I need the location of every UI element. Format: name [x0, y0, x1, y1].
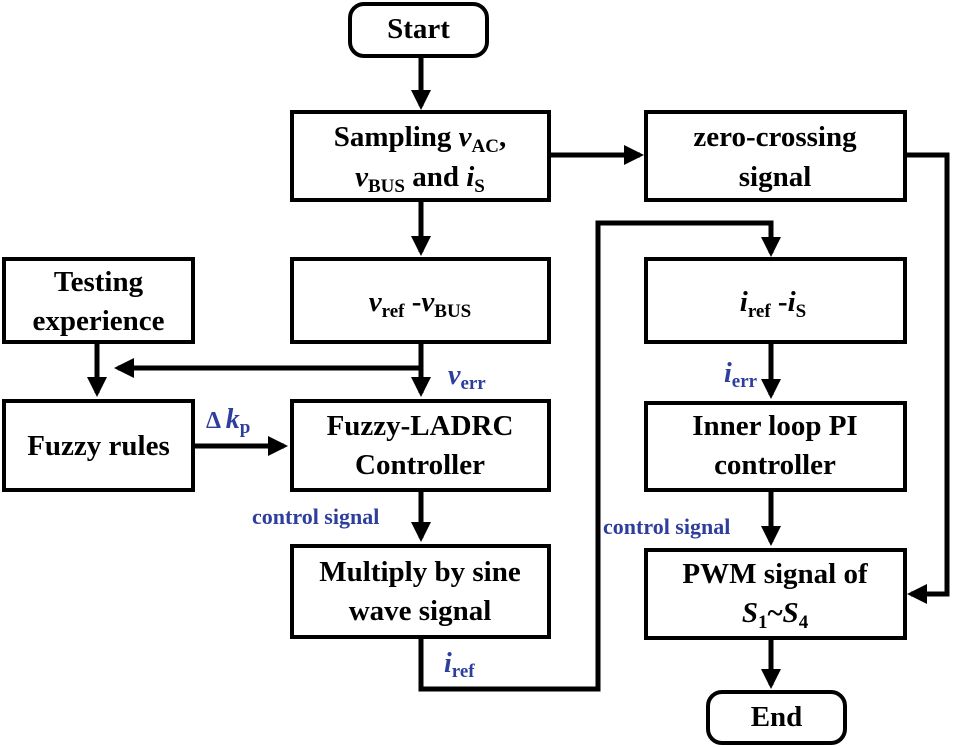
multiply-label-line2: wave signal: [349, 595, 492, 627]
fuzzy-ladrc-label-line2: Controller: [355, 449, 485, 481]
control-signal-right-label: control signal: [603, 514, 730, 539]
zero-crossing-label-line2: signal: [739, 161, 812, 193]
current-error-label: iref -iS: [740, 286, 806, 322]
current-error-node: iref -iS: [644, 257, 907, 344]
fuzzy-rules-node: Fuzzy rules: [2, 399, 195, 492]
zero-crossing-node: zero-crossing signal: [644, 110, 907, 202]
testing-experience-node: Testing experience: [2, 257, 195, 344]
delta-kp-label: Δ kp: [206, 404, 250, 438]
end-node: End: [706, 690, 847, 745]
end-label: End: [751, 701, 803, 733]
zero-crossing-label-line1: zero-crossing: [693, 121, 857, 153]
pwm-signal-node: PWM signal of S1~S4: [644, 548, 907, 640]
ierr-label: ierr: [724, 358, 758, 392]
sampling-node: Sampling vAC, vBUS and iS: [290, 110, 551, 202]
start-label: Start: [387, 13, 450, 45]
inner-loop-pi-node: Inner loop PI controller: [644, 401, 907, 492]
fuzzy-ladrc-label-line1: Fuzzy-LADRC: [327, 410, 514, 442]
testing-label-line2: experience: [32, 305, 164, 337]
verr-label: verr: [448, 360, 486, 394]
voltage-error-node: vref -vBUS: [290, 257, 551, 344]
pwm-label-line1: PWM signal of: [682, 558, 868, 590]
iref-label: iref: [444, 648, 475, 682]
sampling-label-line2: vBUS and iS: [355, 161, 485, 197]
pwm-label-line2: S1~S4: [742, 597, 809, 633]
sampling-label-line1: Sampling vAC,: [334, 121, 507, 157]
arrow-zero-crossing-to-pwm: [905, 152, 950, 604]
fuzzy-rules-label: Fuzzy rules: [27, 430, 170, 462]
fuzzy-ladrc-controller-node: Fuzzy-LADRC Controller: [290, 399, 551, 492]
control-signal-left-label: control signal: [252, 504, 379, 529]
inner-loop-label-line1: Inner loop PI: [692, 410, 857, 442]
inner-loop-label-line2: controller: [714, 449, 836, 481]
arrow-iref-to-idiff: [418, 220, 781, 692]
multiply-label-line1: Multiply by sine: [319, 556, 521, 588]
multiply-sine-node: Multiply by sine wave signal: [290, 544, 551, 639]
voltage-error-label: vref -vBUS: [369, 286, 472, 322]
start-node: Start: [348, 2, 489, 58]
testing-label-line1: Testing: [54, 266, 144, 298]
